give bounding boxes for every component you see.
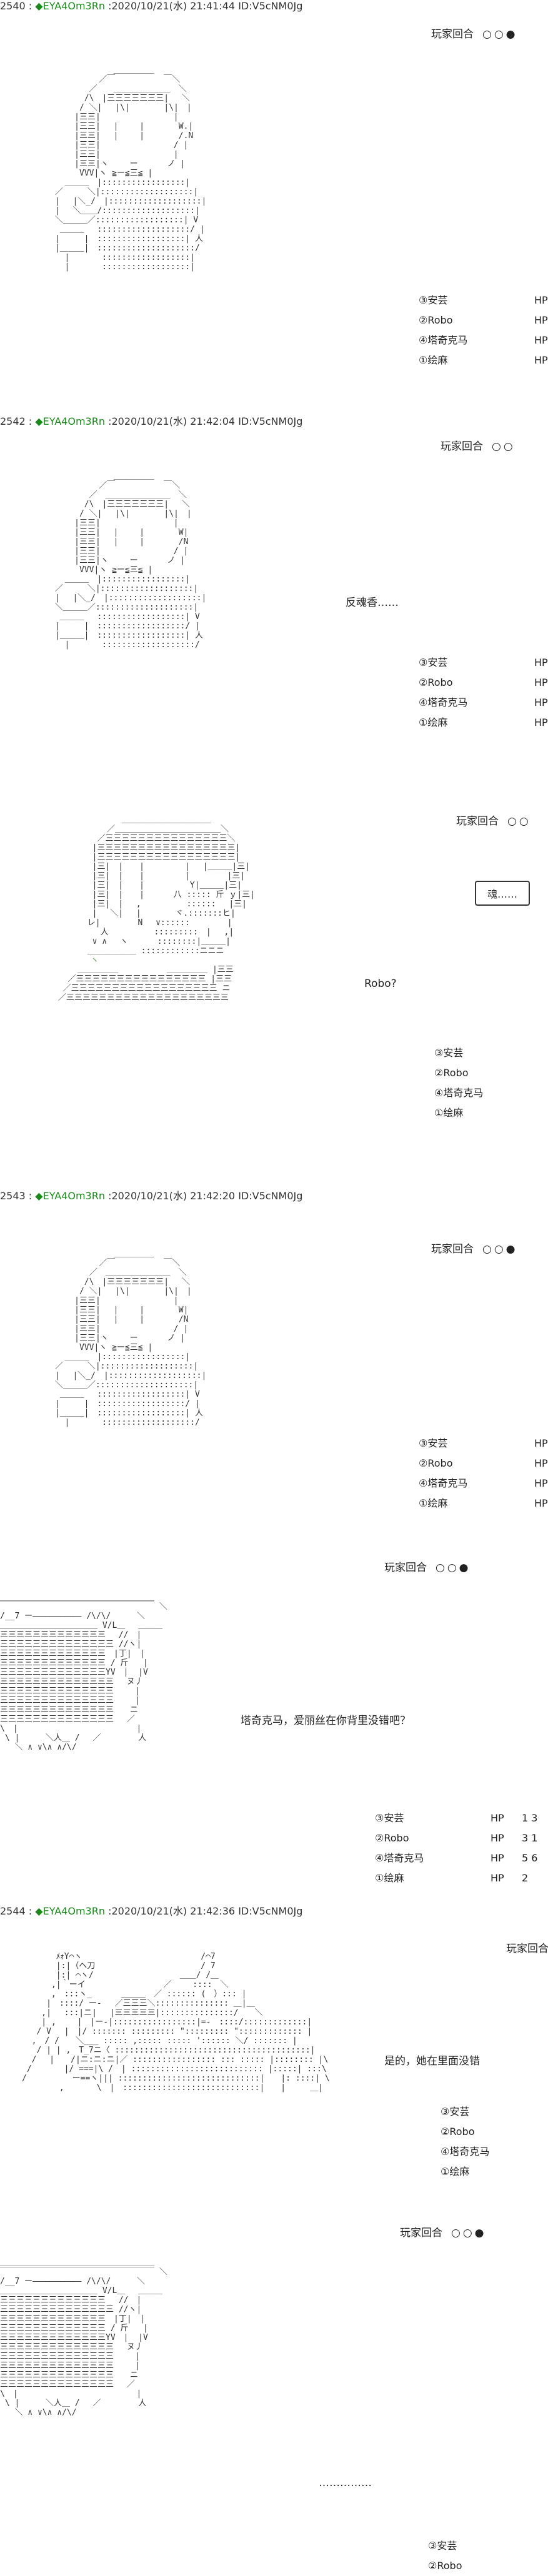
turn-indicator: 玩家回合○○●	[384, 1562, 471, 1574]
post-header: 2544 : ◆EYA4Om3Rn :2020/10/21(水) 21:42:3…	[0, 1905, 303, 1917]
trip-code: ◆EYA4Om3Rn	[35, 0, 105, 12]
post-header: 2540 : ◆EYA4Om3Rn :2020/10/21(水) 21:41:4…	[0, 0, 303, 12]
turn-indicator: 玩家回合○○●	[431, 1243, 518, 1256]
post-number: 2543	[0, 1190, 26, 1202]
party-status: ③安芸 ②Robo	[428, 2536, 544, 2576]
dialogue-line: 反魂香……	[346, 597, 399, 609]
post-meta: :2020/10/21(水) 21:42:20 ID:V5cNM0Jg	[104, 1190, 303, 1202]
ascii-art-character: ＿＿＿＿＿ ／￣ ￣＼ ／ ＿＿＿＿＿＿＿ ＼ /\ |三三三三三三三| ＼ /…	[54, 66, 207, 272]
turn-indicator: 玩家回合○○●	[431, 28, 518, 41]
party-member: ④塔奇克马	[434, 1087, 484, 1099]
post-meta: :2020/10/21(水) 21:42:04 ID:V5cNM0Jg	[104, 415, 303, 427]
party-member: ③安芸	[428, 2540, 457, 2552]
turn-indicator: 玩家回合○○	[441, 440, 516, 453]
post-number: 2544	[0, 1905, 26, 1917]
party-status: ③安芸 ②Robo ④塔奇克马 ①绘麻	[434, 1043, 548, 1123]
ascii-art-crowd: ﾒｫY⌒ヽ /⌒7 |:|（ヘ刀 / 7 |:| ⌒ヽ/ ＿＿/ /＿ ,|｀ー…	[22, 1952, 330, 2093]
dialogue-line: ……………	[319, 2477, 372, 2489]
dialogue-line: 塔奇克马，爱丽丝在你背里没错吧？	[241, 1715, 411, 1727]
post-header: 2543 : ◆EYA4Om3Rn :2020/10/21(水) 21:42:2…	[0, 1190, 303, 1202]
party-status: ③安芸 ②Robo ④塔奇克马 ①绘麻	[441, 2102, 548, 2182]
party-member: ③安芸	[434, 1047, 464, 1059]
trip-code: ◆EYA4Om3Rn	[35, 415, 105, 427]
ascii-art-character: ＿＿＿＿＿ ／￣ ￣＼ ／ ＿＿＿＿＿＿＿＿ ＼ /\ |三三三三三三三| ＼ …	[54, 472, 207, 650]
post-number: 2540	[0, 0, 26, 12]
post-number: 2542	[0, 415, 26, 427]
ascii-art-tachikoma: ＿＿＿＿＿＿＿＿＿＿＿＿＿＿＿＿＿＿＿ ￣￣￣￣￣￣￣￣￣￣￣￣￣￣￣￣￣￣￣ …	[0, 1593, 167, 1752]
speech-box: 魂……	[475, 881, 531, 906]
post-meta: :2020/10/21(水) 21:41:44 ID:V5cNM0Jg	[104, 0, 303, 12]
ascii-art-tachikoma-lower: ＿＿＿＿＿＿＿＿＿＿＿＿＿＿＿＿＿＿＿ ￣￣￣￣￣￣￣￣￣￣￣￣￣￣￣￣￣￣￣ …	[0, 2258, 167, 2417]
trip-code: ◆EYA4Om3Rn	[35, 1190, 105, 1202]
trip-code: ◆EYA4Om3Rn	[35, 1905, 105, 1917]
party-member: ②Robo	[441, 2126, 475, 2138]
party-member: ①绘麻	[434, 1107, 464, 1119]
post-header: 2542 : ◆EYA4Om3Rn :2020/10/21(水) 21:42:0…	[0, 415, 303, 427]
ascii-art-character: ＿＿＿＿＿ ／￣ ￣＼ ／ ＿＿＿＿＿＿＿＿ ＼ /\ |三三三三三三三| ＼ …	[54, 1249, 207, 1427]
turn-indicator: 玩家回合○○	[456, 815, 531, 828]
ascii-art-robo-lower: ＿＿＿＿＿ ＿＿＿＿＿ |三三 ／三三三三三三三三三三三三三三三三 |三三 ／三…	[57, 965, 234, 1003]
party-member: ④塔奇克马	[441, 2146, 490, 2157]
dialogue-line: Robo?	[364, 978, 397, 990]
ascii-art-green-mark: ヽ	[91, 956, 99, 965]
turn-indicator: 玩家回合○○●	[400, 2227, 487, 2239]
party-member: ②Robo	[434, 1067, 469, 1079]
party-member: ③安芸	[441, 2106, 470, 2118]
party-member: ②Robo	[428, 2560, 462, 2572]
turn-indicator: 玩家回合	[506, 1943, 548, 1955]
post-meta: :2020/10/21(水) 21:42:36 ID:V5cNM0Jg	[104, 1905, 303, 1917]
dialogue-line: 是的，她在里面没错	[384, 2055, 480, 2068]
ascii-art-robo: ＿＿＿＿＿＿＿＿＿＿＿ ／＿＿＿＿＿＿＿＿＿＿＿＿＿＼ ／三三三三三三三三三三三…	[87, 815, 256, 956]
party-member: ①绘麻	[441, 2166, 470, 2177]
